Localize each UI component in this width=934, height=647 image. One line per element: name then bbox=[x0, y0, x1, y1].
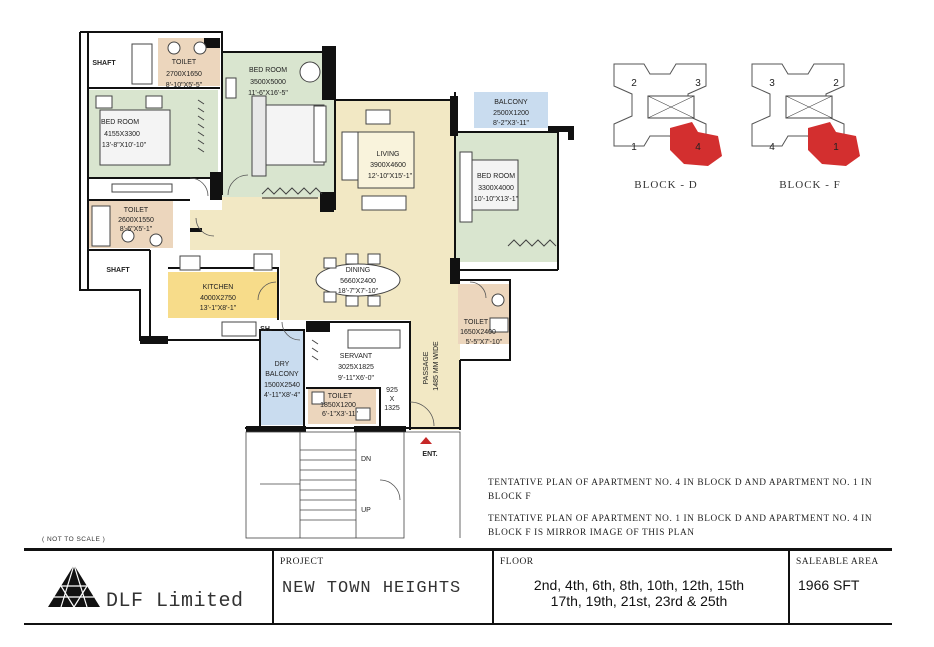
bedroom-right-metric: 3300X4000 bbox=[478, 185, 514, 192]
balcony-imperial: 8'-2"X3'-11" bbox=[493, 120, 529, 127]
furniture bbox=[91, 41, 557, 421]
toilet-top-name: TOILET bbox=[172, 59, 197, 66]
toilet-servant-imperial: 6'-1"X3'-11" bbox=[322, 411, 358, 418]
bedroom-left-name: BED ROOM bbox=[101, 119, 139, 126]
balcony-metric: 2500X1200 bbox=[493, 110, 529, 117]
passage-width: 1485 MM WIDE bbox=[433, 341, 440, 391]
dry-balcony-floor bbox=[260, 330, 304, 425]
dry-balcony-name1: DRY bbox=[275, 361, 290, 368]
area-value: 1966 SFT bbox=[798, 577, 860, 593]
toilet-left-name: TOILET bbox=[124, 207, 149, 214]
dry-balcony-name2: BALCONY bbox=[265, 371, 299, 378]
block-f-unit-d: 1 bbox=[833, 142, 839, 153]
door-size-h: 1325 bbox=[384, 405, 400, 412]
block-f-unit-b: 2 bbox=[833, 78, 839, 89]
toilet-servant-metric: 1850X1200 bbox=[320, 402, 356, 409]
stair-dn-label: DN bbox=[361, 456, 371, 463]
toilet-right-imperial: 5'-5"X7'-10" bbox=[466, 339, 503, 346]
toilet-top-metric: 2700X1650 bbox=[166, 71, 202, 78]
area-label: SALEABLE AREA bbox=[796, 557, 879, 567]
balcony-name: BALCONY bbox=[494, 99, 528, 106]
door-size-w: 925 bbox=[386, 387, 398, 394]
kitchen-floor bbox=[168, 272, 278, 318]
living-name: LIVING bbox=[377, 151, 400, 158]
passage-name: PASSAGE bbox=[423, 351, 430, 384]
servant-imperial: 9'-11"X6'-0" bbox=[338, 375, 374, 382]
bedroom-right-name: BED ROOM bbox=[477, 173, 515, 180]
block-d-unit-a: 2 bbox=[631, 78, 637, 89]
bedroom-top-name: BED ROOM bbox=[249, 67, 287, 74]
block-d-unit-d: 4 bbox=[695, 142, 701, 153]
area-cell: SALEABLE AREA 1966 SFT bbox=[788, 551, 894, 623]
block-d-highlight bbox=[670, 122, 722, 166]
toilet-top-imperial: 8'-10"X5'-5" bbox=[166, 82, 203, 89]
project-label: PROJECT bbox=[280, 557, 324, 567]
entrance-label: ENT. bbox=[422, 451, 437, 458]
block-d-unit-c: 1 bbox=[631, 142, 637, 153]
plan-note-2: TENTATIVE PLAN OF APARTMENT NO. 1 IN BLO… bbox=[488, 514, 873, 538]
kitchen-name: KITCHEN bbox=[203, 284, 234, 291]
key-plan-block-f: 3 2 4 1 BLOCK - F bbox=[751, 63, 860, 191]
floor-cell: FLOOR 2nd, 4th, 6th, 8th, 10th, 12th, 15… bbox=[492, 551, 788, 623]
entrance-arrow-icon bbox=[420, 437, 432, 444]
project-name: NEW TOWN HEIGHTS bbox=[282, 579, 462, 598]
toilet-right-floor bbox=[458, 284, 510, 344]
floors-line-2: 17th, 19th, 21st, 23rd & 25th bbox=[550, 593, 728, 609]
toilet-left-metric: 2600X1550 bbox=[118, 217, 154, 224]
dining-name: DINING bbox=[346, 267, 371, 274]
shaft-mid-label: SHAFT bbox=[106, 267, 130, 274]
block-f-label: BLOCK - F bbox=[779, 179, 841, 191]
living-imperial: 12'-10"X15'-1" bbox=[368, 173, 413, 180]
door-swings bbox=[189, 174, 487, 501]
kitchen-imperial: 13'-1"X8'-1" bbox=[200, 305, 237, 312]
plan-note-1: TENTATIVE PLAN OF APARTMENT NO. 4 IN BLO… bbox=[488, 478, 873, 502]
door-size-x: X bbox=[390, 396, 395, 403]
dry-balcony-imperial: 4'-11"X8'-4" bbox=[264, 392, 300, 399]
block-d-label: BLOCK - D bbox=[634, 179, 697, 191]
toilet-right-name: TOILET bbox=[464, 319, 489, 326]
bedroom-left-imperial: 13'-8"X10'-10" bbox=[102, 142, 147, 149]
toilet-servant-name: TOILET bbox=[328, 393, 353, 400]
company-name: DLF Limited bbox=[106, 590, 244, 613]
bedroom-top-imperial: 11'-6"X16'-5" bbox=[248, 90, 288, 97]
stair-up-label: UP bbox=[361, 507, 371, 514]
block-f-unit-a: 3 bbox=[769, 78, 775, 89]
floors-list: 2nd, 4th, 6th, 8th, 10th, 12th, 15th 17t… bbox=[494, 577, 784, 609]
balcony-floor bbox=[474, 92, 548, 128]
project-cell: PROJECT NEW TOWN HEIGHTS bbox=[272, 551, 494, 623]
kitchen-metric: 4000X2750 bbox=[200, 295, 236, 302]
servant-metric: 3025X1825 bbox=[338, 364, 374, 371]
living-metric: 3900X4600 bbox=[370, 162, 406, 169]
dry-balcony-metric: 1500X2540 bbox=[264, 382, 300, 389]
servant-name: SERVANT bbox=[340, 353, 373, 360]
key-plan-block-d: 2 3 1 4 BLOCK - D bbox=[613, 63, 722, 191]
title-block: DLF Limited PROJECT NEW TOWN HEIGHTS FLO… bbox=[24, 548, 892, 625]
structural-columns bbox=[140, 38, 574, 432]
block-d-unit-b: 3 bbox=[695, 78, 701, 89]
sh-label: SH. bbox=[260, 326, 272, 333]
block-f-unit-c: 4 bbox=[769, 142, 775, 153]
staircase bbox=[245, 431, 461, 539]
toilet-right-metric: 1650X2400 bbox=[460, 329, 496, 336]
dining-imperial: 18'-7"X7'-10" bbox=[338, 288, 379, 295]
block-f-highlight bbox=[808, 122, 860, 166]
dlf-logo-icon bbox=[48, 564, 100, 608]
floors-line-1: 2nd, 4th, 6th, 8th, 10th, 12th, 15th bbox=[533, 577, 745, 593]
shaft-top-label: SHAFT bbox=[92, 60, 116, 67]
not-to-scale-label: ( NOT TO SCALE ) bbox=[42, 536, 106, 543]
bedroom-top-metric: 3500X5000 bbox=[250, 79, 286, 86]
bedroom-right-imperial: 10'-10"X13'-1" bbox=[474, 196, 519, 203]
dining-metric: 5660X2400 bbox=[340, 278, 376, 285]
floor-label: FLOOR bbox=[500, 557, 534, 567]
toilet-left-imperial: 8'-6"X5'-1" bbox=[120, 226, 153, 233]
bedroom-left-metric: 4155X3300 bbox=[104, 131, 140, 138]
